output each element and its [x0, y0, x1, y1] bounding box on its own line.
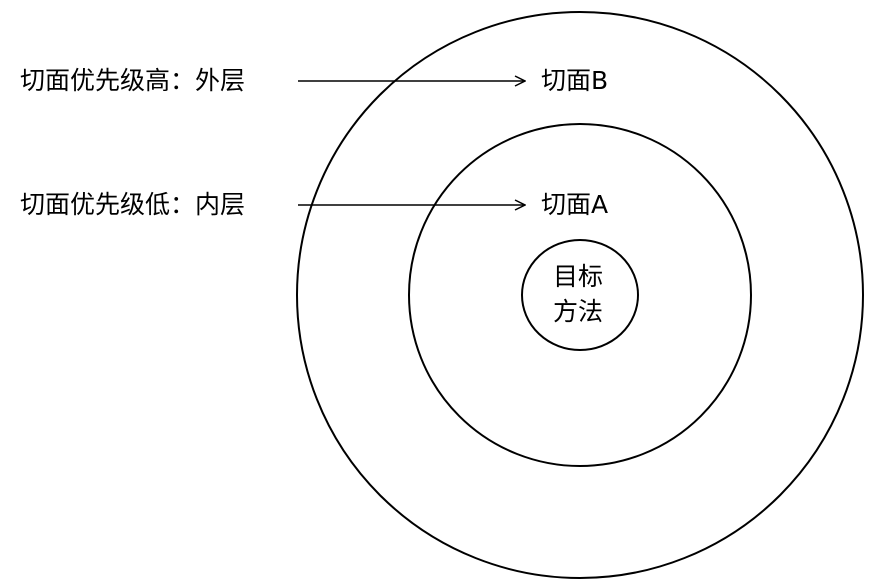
aspect-b-label: 切面B	[541, 66, 609, 95]
outer-priority-label: 切面优先级高：外层	[20, 66, 246, 95]
inner-circle	[521, 239, 639, 351]
middle-circle	[408, 123, 752, 467]
aspect-a-label: 切面A	[541, 190, 609, 219]
target-label-line1: 目标	[553, 262, 604, 291]
target-label-line2: 方法	[553, 297, 604, 326]
inner-priority-label: 切面优先级低：内层	[20, 190, 246, 219]
outer-circle	[296, 11, 864, 579]
